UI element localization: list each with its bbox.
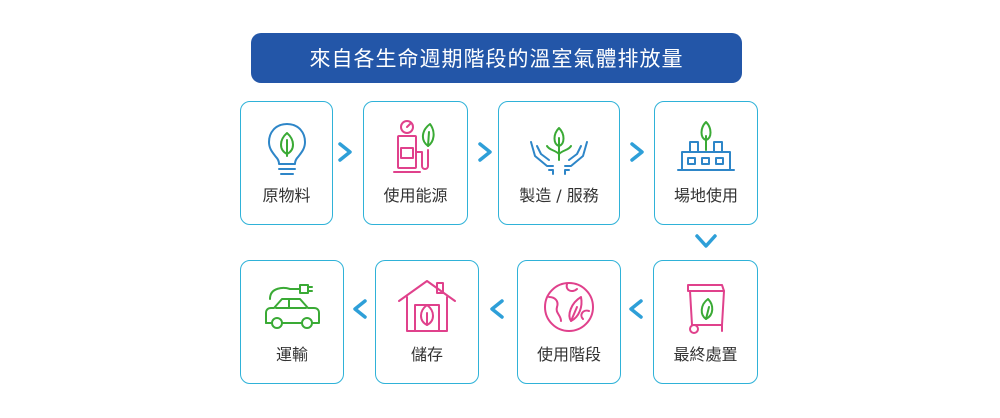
electric-car-icon: [241, 275, 343, 339]
stage-label-energy-use: 使用能源: [383, 186, 448, 205]
stage-card-disposal: 最終處置: [653, 260, 758, 384]
factory-leaf-icon: [655, 116, 757, 180]
stage-label-storage: 儲存: [410, 345, 443, 364]
flow-arrow-left-icon: [351, 298, 369, 320]
stage-card-manufacturing: 製造 / 服務: [498, 101, 620, 225]
stage-label-raw-materials: 原物料: [262, 186, 311, 205]
flow-arrow-right-icon: [628, 141, 646, 163]
stage-label-use-phase: 使用階段: [536, 345, 601, 364]
stage-label-transport: 運輸: [275, 345, 308, 364]
stage-label-site-use: 場地使用: [673, 186, 738, 205]
flow-arrow-left-icon: [627, 298, 645, 320]
stage-label-disposal: 最終處置: [673, 345, 738, 364]
stage-card-energy-use: 使用能源: [363, 101, 468, 225]
lightbulb-leaf-icon: [241, 116, 332, 180]
diagram-title-text: 來自各生命週期階段的溫室氣體排放量: [309, 47, 684, 71]
diagram-title: 來自各生命週期階段的溫室氣體排放量: [251, 33, 742, 83]
flow-arrow-left-icon: [488, 298, 506, 320]
fuel-pump-leaf-icon: [364, 116, 467, 180]
recycle-bin-leaf-icon: [654, 275, 757, 339]
stage-card-storage: 儲存: [375, 260, 479, 384]
stage-card-transport: 運輸: [240, 260, 344, 384]
flow-arrow-right-icon: [476, 141, 494, 163]
house-leaf-icon: [376, 275, 478, 339]
stage-card-use-phase: 使用階段: [517, 260, 621, 384]
flow-arrow-down-icon: [694, 233, 718, 249]
flow-arrow-right-icon: [336, 141, 354, 163]
stage-card-raw-materials: 原物料: [240, 101, 333, 225]
stage-label-manufacturing: 製造 / 服務: [519, 186, 599, 205]
stage-card-site-use: 場地使用: [654, 101, 758, 225]
globe-leaf-icon: [518, 275, 620, 339]
hands-plant-icon: [499, 116, 619, 180]
